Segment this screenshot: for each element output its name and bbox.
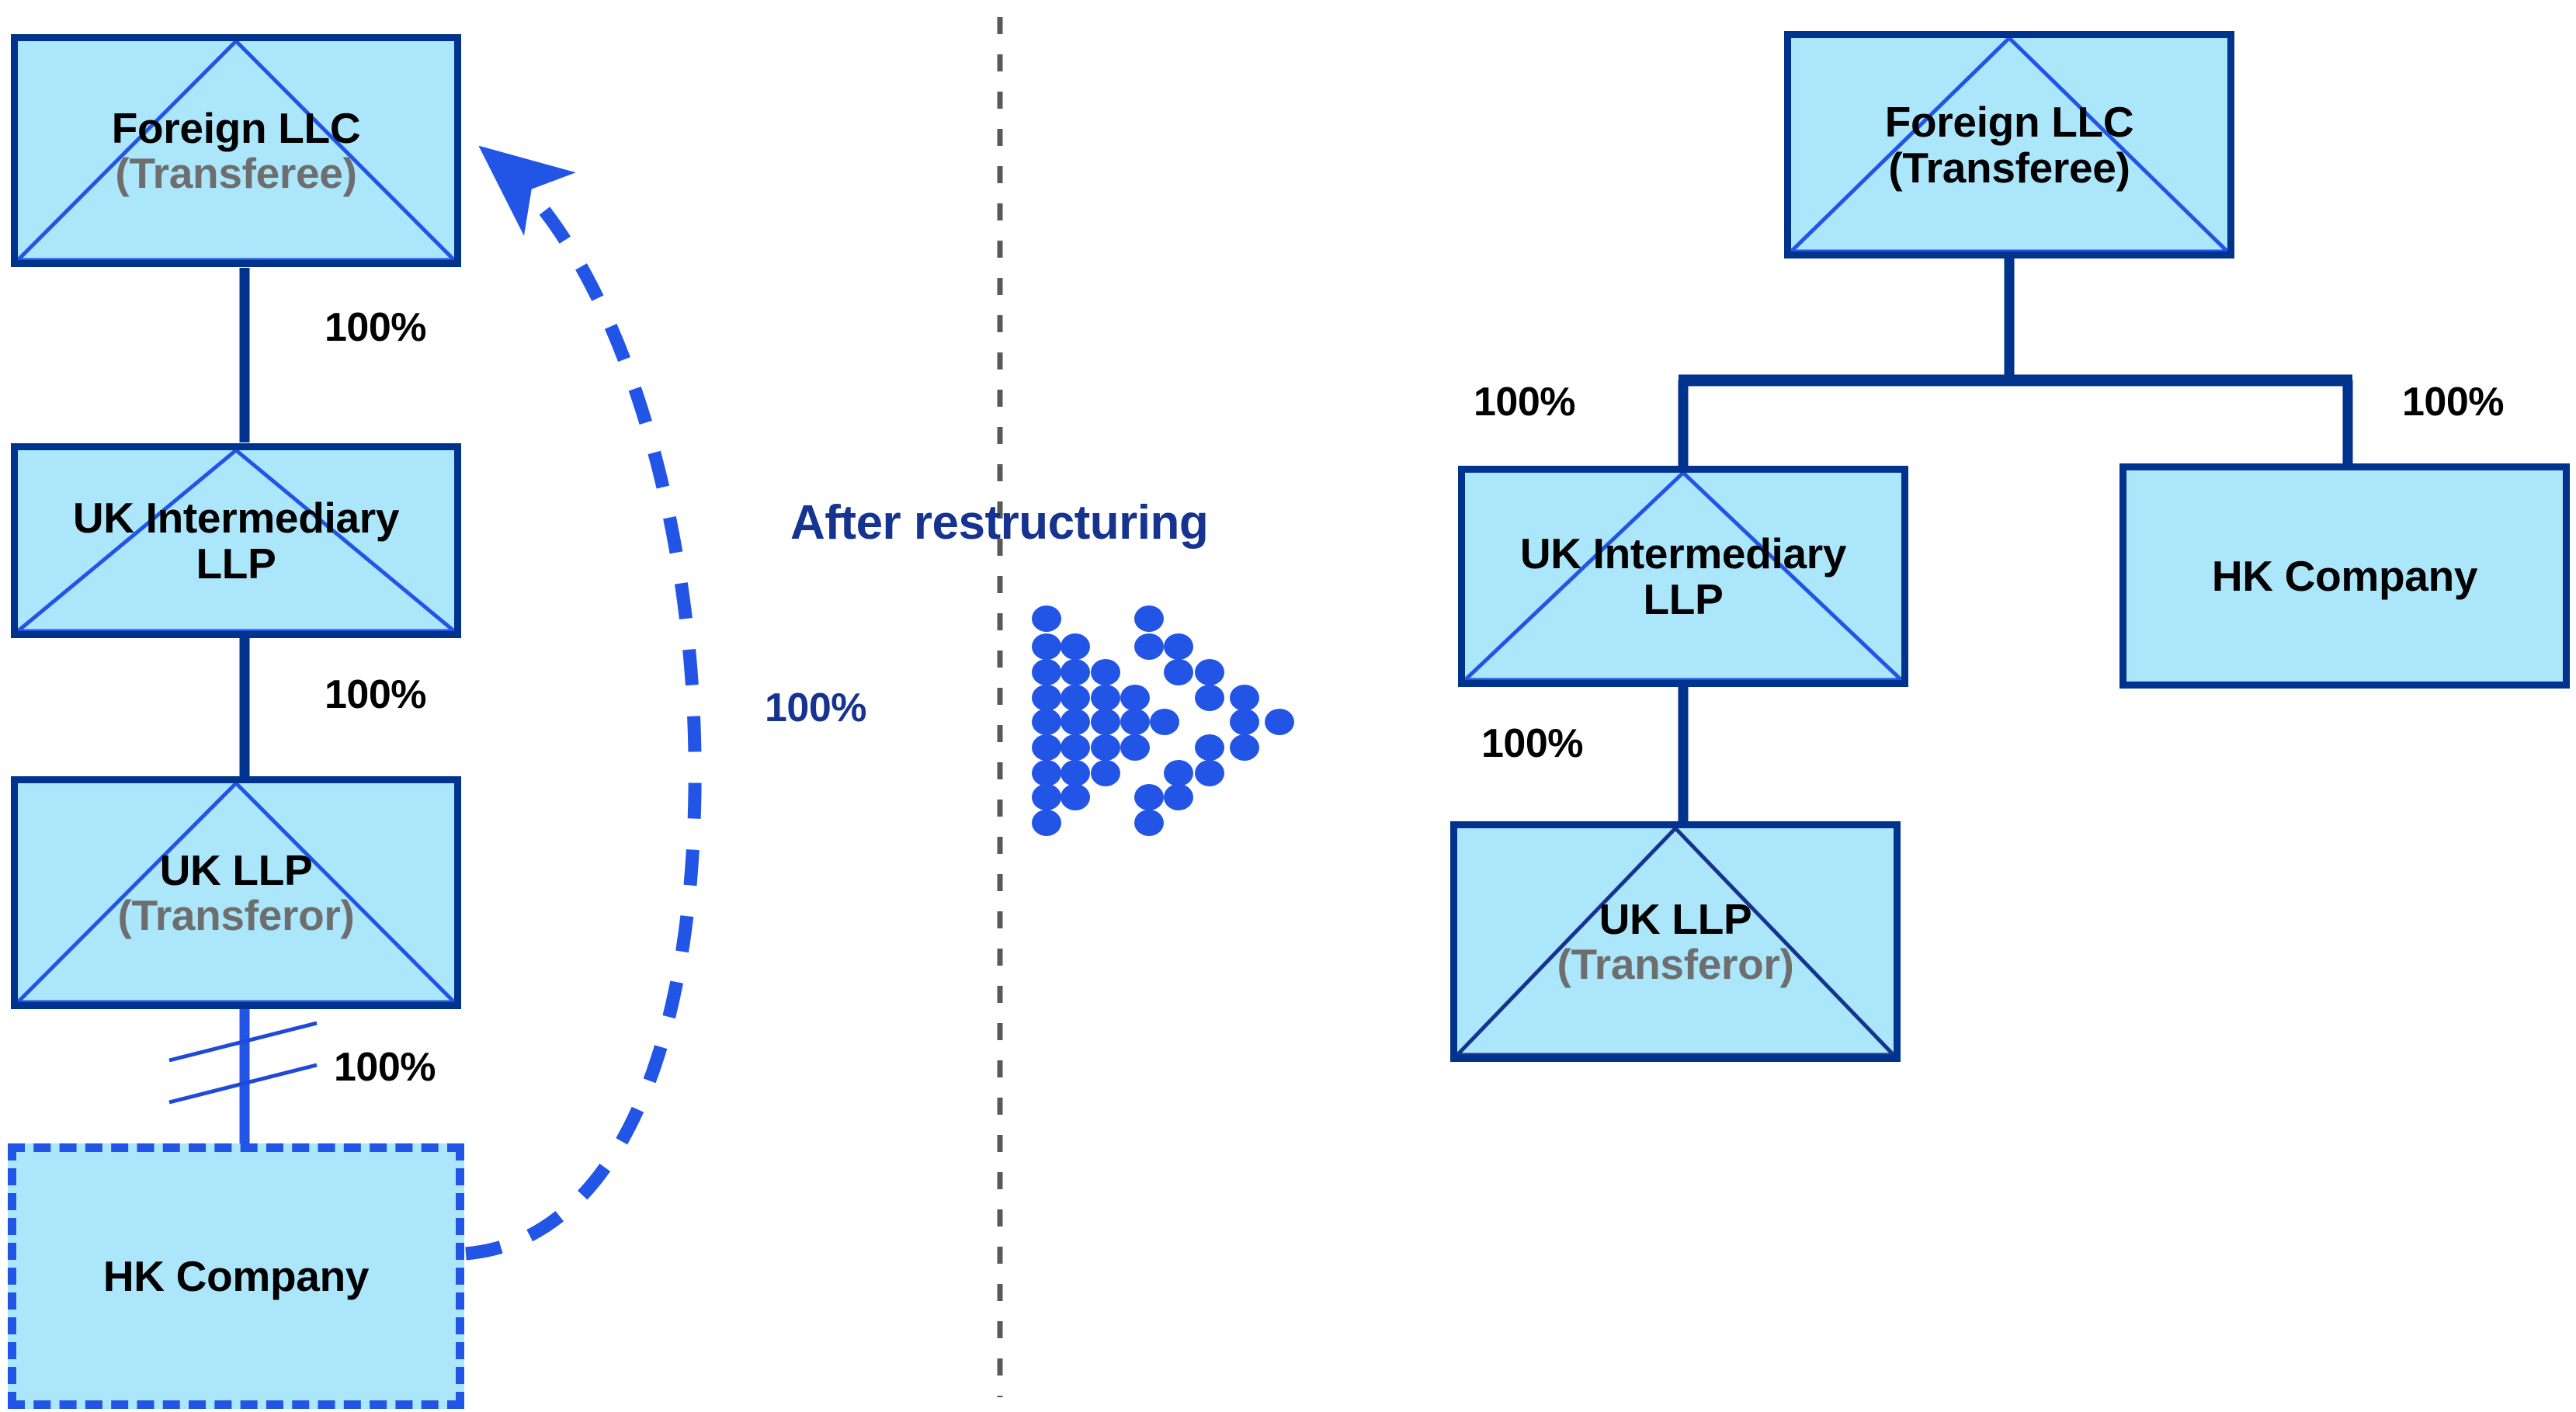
severed-mark-lower <box>168 1063 318 1105</box>
node-title: UK LLP <box>1599 894 1752 943</box>
pct-label-ukllp-to-hk: 100% <box>334 1045 436 1090</box>
node-title: UK Intermediary <box>1519 529 1847 578</box>
node-hk-company-right[interactable]: HK Company <box>2119 463 2570 689</box>
node-title: Foreign LLC <box>1884 98 2134 147</box>
node-title: Foreign LLC <box>111 103 361 152</box>
node-foreign-llc[interactable]: Foreign LLC (Transferee) <box>11 34 461 267</box>
node-foreign-llc-right[interactable]: Foreign LLC (Transferee) <box>1784 31 2234 258</box>
pct-label-intermediary-to-ukllp: 100% <box>325 672 427 717</box>
node-title: HK Company <box>102 1251 370 1300</box>
node-uk-llp[interactable]: UK LLP (Transferor) <box>11 776 461 1009</box>
section-caption-after-restructuring: After restructuring <box>790 496 1209 550</box>
pct-label-foreign-to-intermediary: 100% <box>325 305 427 350</box>
node-subtitle: (Transferee) <box>115 149 357 197</box>
node-subtitle: (Transferor) <box>1557 940 1794 988</box>
pct-label-right-intermediary: 100% <box>1474 380 1576 425</box>
severed-mark-upper <box>168 1021 318 1063</box>
pct-label-right-hk: 100% <box>2402 380 2505 425</box>
node-title: HK Company <box>2211 551 2478 600</box>
node-uk-llp-right[interactable]: UK LLP (Transferor) <box>1450 821 1901 1062</box>
node-uk-intermediary-llp[interactable]: UK Intermediary LLP <box>11 443 461 638</box>
pct-label-right-ukllp: 100% <box>1481 721 1584 766</box>
pct-label-transfer-arrow: 100% <box>765 685 867 730</box>
dotted-arrow-icon <box>1032 605 1294 836</box>
node-subtitle: (Transferee) <box>1888 143 2130 192</box>
node-hk-company[interactable]: HK Company <box>8 1143 464 1409</box>
dashed-transfer-arrow <box>465 145 702 1261</box>
node-title-line2: LLP <box>196 539 276 588</box>
node-title: UK Intermediary <box>72 494 400 543</box>
node-title: UK LLP <box>159 845 313 894</box>
node-uk-intermediary-llp-right[interactable]: UK Intermediary LLP <box>1458 466 1908 687</box>
node-title-line2: LLP <box>1643 574 1724 623</box>
node-subtitle: (Transferor) <box>117 891 355 939</box>
